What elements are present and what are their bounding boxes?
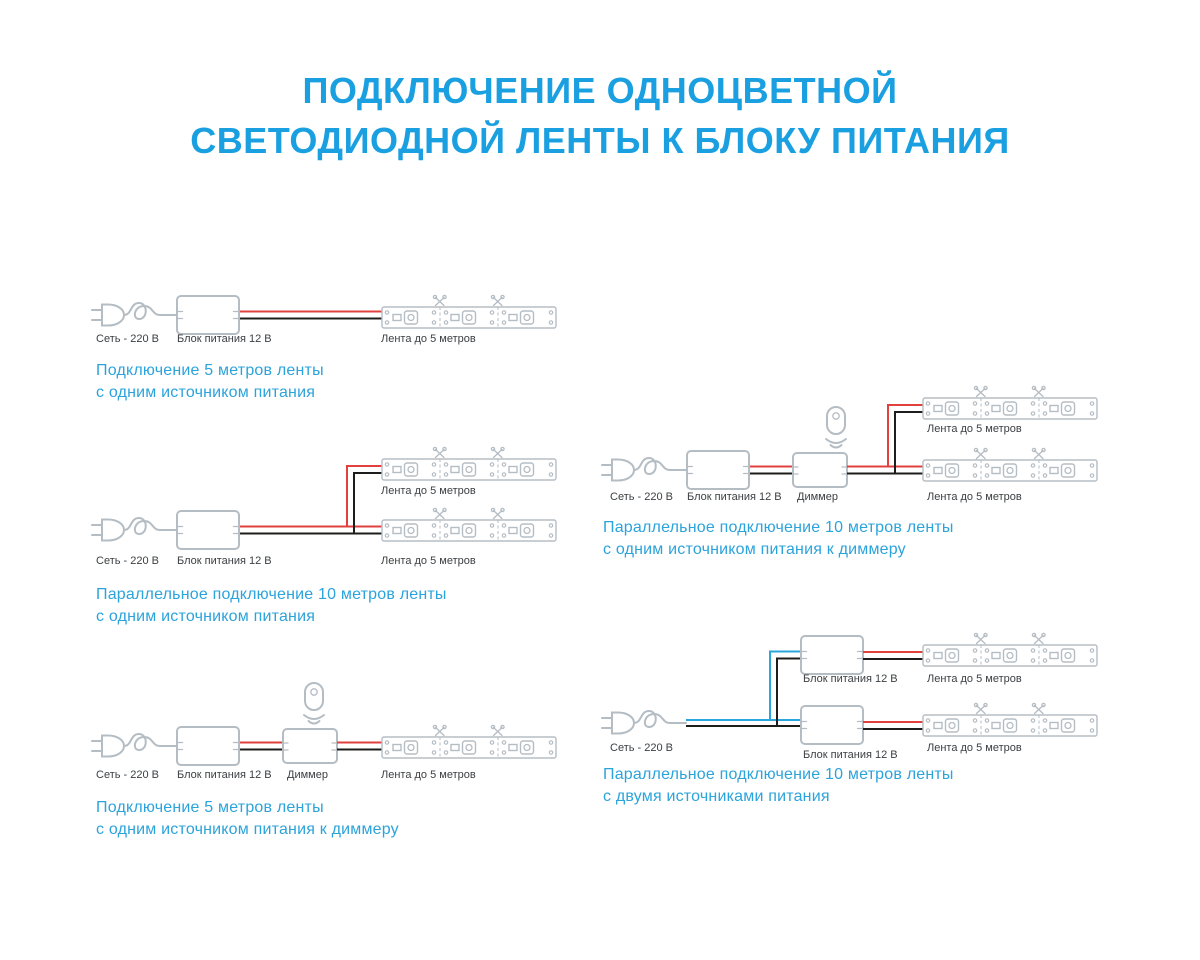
label-mains-d4: Сеть - 220 В bbox=[610, 491, 673, 503]
power-supply-box bbox=[686, 450, 750, 490]
power-supply-box bbox=[176, 510, 240, 550]
caption-3: Подключение 5 метров ленты с одним источ… bbox=[96, 797, 399, 841]
remote-control-icon bbox=[825, 406, 847, 449]
label-strip-d3: Лента до 5 метров bbox=[381, 769, 476, 781]
caption-1-line-2: с одним источником питания bbox=[96, 384, 316, 401]
led-strip-icon-upper bbox=[922, 632, 1098, 667]
caption-5: Параллельное подключение 10 метров ленты… bbox=[603, 764, 954, 808]
wire-black-branch bbox=[353, 472, 382, 534]
label-strip-lower-d5: Лента до 5 метров bbox=[927, 742, 1022, 754]
plug-icon bbox=[91, 517, 177, 542]
label-psu-upper-d5: Блок питания 12 В bbox=[803, 673, 898, 685]
label-strip-d1: Лента до 5 метров bbox=[381, 333, 476, 345]
label-dimmer-d4: Диммер bbox=[797, 491, 838, 503]
caption-2-line-1: Параллельное подключение 10 метров ленты bbox=[96, 586, 447, 603]
caption-5-line-2: с двумя источниками питания bbox=[603, 788, 830, 805]
led-strip-icon bbox=[381, 294, 557, 329]
label-strip-upper-d5: Лента до 5 метров bbox=[927, 673, 1022, 685]
label-mains-d2: Сеть - 220 В bbox=[96, 555, 159, 567]
diagram-3 bbox=[91, 682, 557, 766]
diagram-2 bbox=[91, 446, 557, 550]
label-psu-lower-d5: Блок питания 12 В bbox=[803, 749, 898, 761]
caption-3-line-1: Подключение 5 метров ленты bbox=[96, 799, 324, 816]
diagram-5 bbox=[601, 632, 1098, 745]
caption-4: Параллельное подключение 10 метров ленты… bbox=[603, 517, 954, 561]
caption-1: Подключение 5 метров ленты с одним источ… bbox=[96, 360, 324, 404]
plug-icon bbox=[91, 302, 177, 327]
label-strip-lower-d4: Лента до 5 метров bbox=[927, 491, 1022, 503]
page-title-line-1: ПОДКЛЮЧЕНИЕ ОДНОЦВЕТНОЙ bbox=[302, 70, 898, 111]
caption-3-line-2: с одним источником питания к диммеру bbox=[96, 821, 399, 838]
led-strip-icon-upper bbox=[922, 385, 1098, 420]
caption-2: Параллельное подключение 10 метров ленты… bbox=[96, 584, 447, 628]
wire-red-branch bbox=[346, 465, 382, 527]
plug-icon bbox=[91, 733, 177, 758]
caption-1-line-1: Подключение 5 метров ленты bbox=[96, 362, 324, 379]
label-mains-d1: Сеть - 220 В bbox=[96, 333, 159, 345]
led-strip-icon-upper bbox=[381, 446, 557, 481]
power-supply-box bbox=[176, 295, 240, 335]
wire-red-branch bbox=[887, 404, 923, 467]
wire-blue-branch bbox=[769, 650, 801, 720]
plug-icon bbox=[601, 710, 687, 735]
wire-black-branch bbox=[776, 657, 801, 726]
label-psu-d4: Блок питания 12 В bbox=[687, 491, 782, 503]
label-strip-lower-d2: Лента до 5 метров bbox=[381, 555, 476, 567]
label-dimmer-d3: Диммер bbox=[287, 769, 328, 781]
led-strip-icon-lower bbox=[381, 507, 557, 542]
wire-black-branch bbox=[894, 411, 923, 474]
caption-2-line-2: с одним источником питания bbox=[96, 608, 316, 625]
label-psu-d3: Блок питания 12 В bbox=[177, 769, 272, 781]
label-strip-upper-d4: Лента до 5 метров bbox=[927, 423, 1022, 435]
led-strip-icon-lower bbox=[922, 447, 1098, 482]
power-supply-box bbox=[176, 726, 240, 766]
caption-4-line-2: с одним источником питания к диммеру bbox=[603, 541, 906, 558]
dimmer-box bbox=[282, 728, 338, 764]
remote-control-icon bbox=[303, 682, 325, 725]
caption-5-line-1: Параллельное подключение 10 метров ленты bbox=[603, 766, 954, 783]
label-psu-d2: Блок питания 12 В bbox=[177, 555, 272, 567]
led-strip-icon-lower bbox=[922, 702, 1098, 737]
diagram-1 bbox=[91, 294, 557, 335]
power-supply-box-lower bbox=[800, 705, 864, 745]
dimmer-box bbox=[792, 452, 848, 488]
label-strip-upper-d2: Лента до 5 метров bbox=[381, 485, 476, 497]
diagram-4 bbox=[601, 385, 1098, 490]
power-supply-box-upper bbox=[800, 635, 864, 675]
caption-4-line-1: Параллельное подключение 10 метров ленты bbox=[603, 519, 954, 536]
page-title-line-2: СВЕТОДИОДНОЙ ЛЕНТЫ К БЛОКУ ПИТАНИЯ bbox=[190, 120, 1010, 161]
label-mains-d5: Сеть - 220 В bbox=[610, 742, 673, 754]
led-strip-icon bbox=[381, 724, 557, 759]
plug-icon bbox=[601, 457, 687, 482]
label-mains-d3: Сеть - 220 В bbox=[96, 769, 159, 781]
label-psu-d1: Блок питания 12 В bbox=[177, 333, 272, 345]
page-title: ПОДКЛЮЧЕНИЕ ОДНОЦВЕТНОЙ СВЕТОДИОДНОЙ ЛЕН… bbox=[0, 66, 1200, 166]
